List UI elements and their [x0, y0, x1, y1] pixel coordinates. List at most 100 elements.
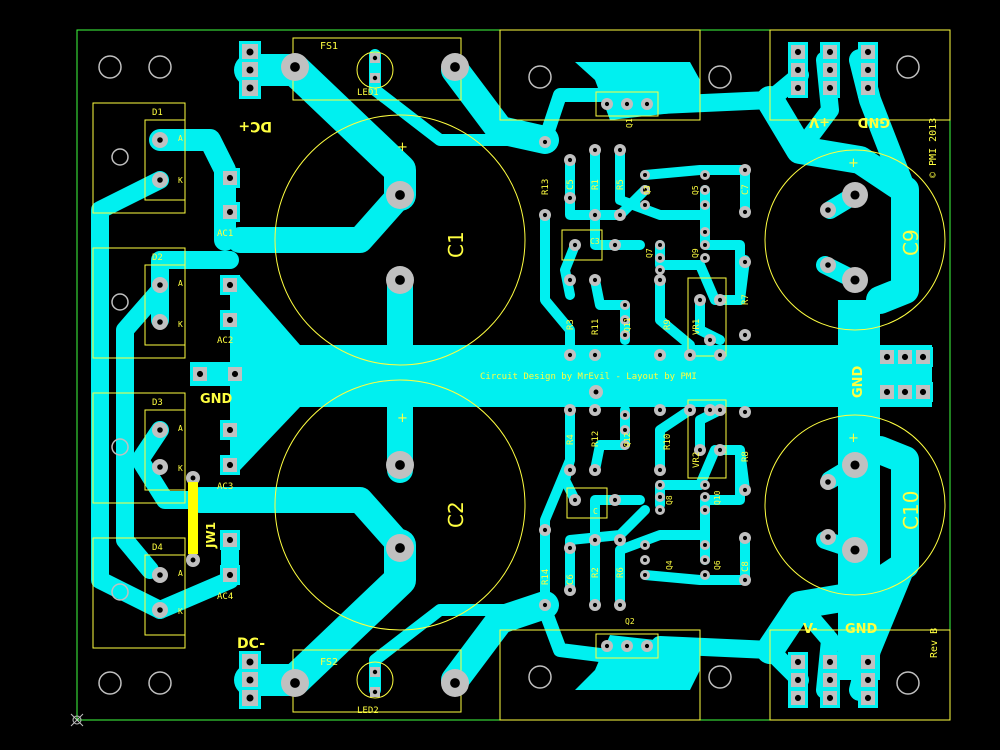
q10-label: Q10 — [713, 490, 722, 505]
top-small-pad-16-drill — [657, 277, 663, 283]
v-plus-label: +V — [809, 114, 830, 129]
c3-trace — [560, 240, 580, 300]
top-small-pad-2-drill — [567, 157, 573, 163]
ac-pad-6-drill — [226, 536, 234, 544]
gnd-bottom-label: GND — [845, 622, 878, 637]
c2-label: C2 — [444, 501, 468, 528]
d3-label: D3 — [152, 398, 163, 408]
ac-pad-7-drill — [226, 571, 234, 579]
top-transistor-pad-1-drill — [643, 188, 647, 192]
top-small-pad-24-drill — [717, 352, 723, 358]
mounting-hole-4 — [528, 65, 552, 89]
bot-small-pad-4-drill — [592, 537, 598, 543]
c10-small-pad-2-drill — [825, 534, 831, 540]
ac3-label: AC3 — [217, 482, 233, 492]
c10-pad-pos-drill — [850, 460, 860, 470]
bot-small-pad-2-drill — [567, 545, 573, 551]
dc-plus-label: DC+ — [238, 118, 272, 134]
d2-pin-a: A — [178, 279, 183, 288]
bot-transistor-pad-6-drill — [658, 483, 662, 487]
c2-pad-neg-drill — [395, 543, 405, 553]
top-small-pad-0-drill — [542, 139, 548, 145]
c3-outline — [561, 229, 603, 261]
top-small-pad-6-drill — [617, 147, 623, 153]
c10-small-pad-1-drill — [825, 479, 831, 485]
v-minus-label: V- — [803, 622, 818, 637]
d3-mount-hole — [111, 438, 129, 456]
term-bot-pin-1-drill — [794, 676, 802, 684]
d2-ac-trace — [151, 251, 239, 329]
r5-label: R5 — [616, 179, 626, 190]
c10-pad-neg-drill — [850, 545, 860, 555]
dc-plus-pin-0-drill — [246, 48, 254, 56]
c9-pad-pos-drill — [850, 190, 860, 200]
top-small-pad-11-drill — [742, 332, 748, 338]
c4-outline — [566, 487, 608, 519]
term-top-pin-5-drill — [826, 84, 834, 92]
vr2-outline — [687, 399, 727, 479]
center-via-drill — [593, 389, 599, 395]
fs1-pad-1-drill — [290, 62, 300, 72]
diode-pad-2-drill — [157, 282, 163, 288]
r6-trace — [615, 530, 710, 605]
bot-transistor-pad-9-drill — [703, 483, 707, 487]
bot-small-pad-7-drill — [617, 602, 623, 608]
term-bot-pin-8-drill — [864, 694, 872, 702]
q1-outline — [595, 91, 659, 117]
c6-label: C6 — [566, 574, 576, 585]
mounting-hole-0 — [98, 55, 122, 79]
c9-label: C9 — [899, 229, 923, 256]
r10-trace — [655, 405, 695, 475]
term-top-pin-1-drill — [794, 66, 802, 74]
bot-transistor-pad-13-drill — [623, 428, 627, 432]
bot-small-pad-5-drill — [592, 602, 598, 608]
top-small-pad-5-drill — [592, 212, 598, 218]
bot-small-pad-20-drill — [697, 447, 703, 453]
fs1-pad-2-drill — [450, 62, 460, 72]
q2-label: Q2 — [625, 617, 635, 626]
d2-mount-hole — [111, 293, 129, 311]
q1-pad-0-drill — [604, 101, 610, 107]
d4-body — [144, 554, 186, 636]
led1-outline — [356, 51, 394, 89]
q7-label: Q7 — [645, 248, 654, 258]
r11-label: R11 — [591, 319, 601, 335]
d2-body — [144, 264, 186, 346]
d1-body — [144, 119, 186, 201]
bot-transistor-pad-2-drill — [643, 573, 647, 577]
gnd-right-pin-1-drill — [901, 353, 909, 361]
text-layer: FS1 FS2 LED1 LED2 DC+ DC- D1 D2 D3 D4 AC… — [152, 41, 940, 716]
copyright-label: © PMI 2013 — [928, 118, 939, 178]
bot-transistor-pad-12-drill — [623, 413, 627, 417]
diode-pad-5-drill — [157, 464, 163, 470]
term-top-pin-2-drill — [794, 84, 802, 92]
c8-label: C8 — [741, 561, 751, 572]
dc-plus-pin-2-drill — [246, 84, 254, 92]
dcminus-trace — [234, 529, 416, 696]
dc-minus-pin-1-drill — [246, 676, 254, 684]
top-transistor-pad-10-drill — [703, 243, 707, 247]
top-small-pad-23-drill — [687, 352, 693, 358]
ac2-label: AC2 — [217, 336, 233, 346]
mounting-hole-6 — [528, 665, 552, 689]
term-top-pin-3-drill — [826, 48, 834, 56]
ac-pad-1-drill — [226, 208, 234, 216]
top-small-pad-7-drill — [617, 212, 623, 218]
term-top-pin-4-drill — [826, 66, 834, 74]
top-small-pad-10-drill — [742, 259, 748, 265]
q9-label: Q9 — [691, 248, 700, 258]
r3-label: R3 — [566, 319, 576, 330]
top-transistor-pad-2-drill — [643, 203, 647, 207]
jw1-pad-1-drill — [190, 475, 196, 481]
bot-small-pad-11-drill — [742, 487, 748, 493]
gnd-right-pin-0-drill — [883, 353, 891, 361]
led1-label: LED1 — [357, 88, 379, 98]
c10-label: C10 — [899, 491, 923, 530]
r13-trace — [540, 210, 575, 360]
d4-pin-a: A — [178, 569, 183, 578]
r10-label: R10 — [663, 434, 673, 450]
term-top-pin-0-drill — [794, 48, 802, 56]
d1-mount-hole — [111, 148, 129, 166]
top-transistor-pad-13-drill — [623, 318, 627, 322]
